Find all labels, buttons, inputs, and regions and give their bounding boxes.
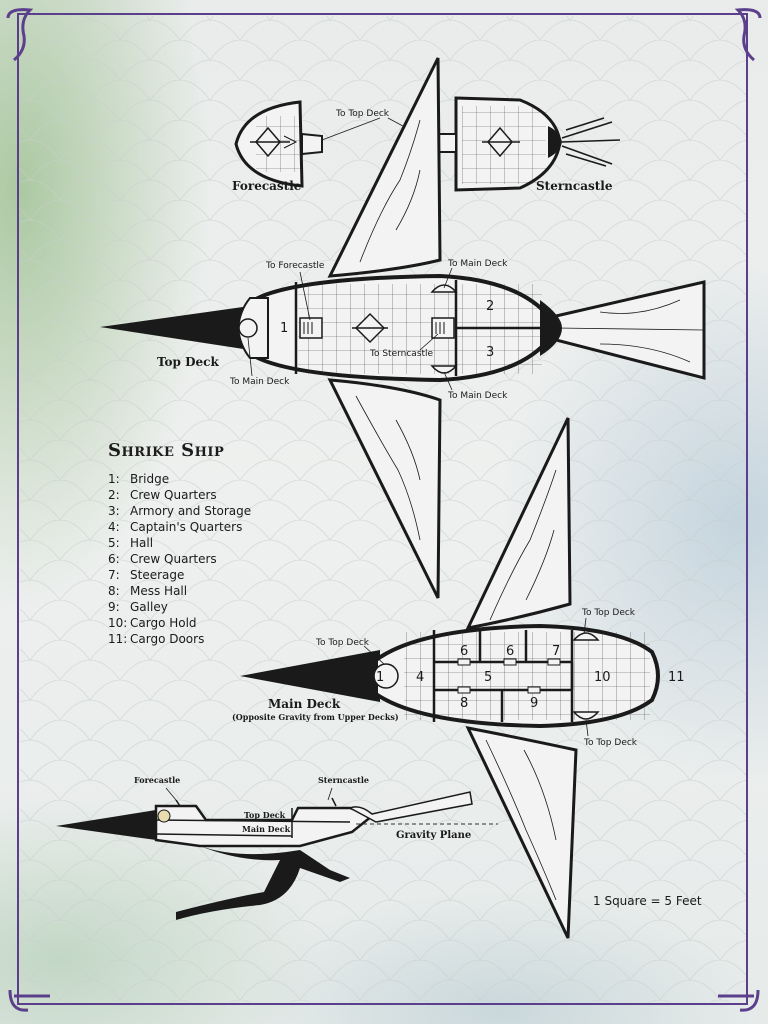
room-1-top: 1	[280, 321, 288, 336]
callout-to-main-deck-3: To Main Deck	[447, 391, 508, 401]
legend-item: 11:Cargo Doors	[108, 632, 205, 646]
room-10: 10	[594, 670, 611, 685]
label-top-deck: Top Deck	[157, 355, 219, 369]
legend: Shrike Ship 1:Bridge 2:Crew Quarters 3:A…	[108, 440, 251, 647]
main-deck-plan	[240, 417, 660, 939]
room-3: 3	[486, 345, 494, 360]
room-5: 5	[484, 670, 492, 685]
legend-list: 1:Bridge 2:Crew Quarters 3:Armory and St…	[108, 471, 251, 647]
label-forecastle: Forecastle	[232, 179, 302, 193]
room-6b: 6	[506, 644, 514, 659]
legend-item: 2:Crew Quarters	[108, 488, 217, 502]
callout-to-top-deck-2: To Top Deck	[581, 608, 636, 618]
side-label-sterncastle: Sterncastle	[318, 775, 369, 785]
legend-item: 4:Captain's Quarters	[108, 520, 243, 534]
top-deck-plan	[100, 57, 706, 599]
label-main-deck-note: (Opposite Gravity from Upper Decks)	[232, 712, 399, 722]
side-label-top-deck: Top Deck	[244, 810, 286, 820]
room-7: 7	[552, 644, 560, 659]
legend-item: 9:Galley	[108, 600, 168, 614]
callout-to-top-deck-4: To Top Deck	[583, 738, 638, 748]
legend-item: 3:Armory and Storage	[108, 504, 252, 518]
callout-to-top-deck-3: To Top Deck	[315, 638, 370, 648]
legend-item: 7:Steerage	[108, 568, 185, 582]
callout-to-top-deck-1: To Top Deck	[335, 109, 390, 119]
room-11: 11	[668, 670, 685, 685]
side-profile	[56, 791, 498, 920]
side-label-gravity-plane: Gravity Plane	[396, 830, 471, 841]
legend-item: 8:Mess Hall	[108, 584, 188, 598]
legend-title: Shrike Ship	[108, 440, 225, 461]
room-1-main: 1	[376, 670, 384, 685]
room-4: 4	[416, 670, 424, 685]
room-2: 2	[486, 299, 494, 314]
page-frame	[6, 8, 762, 1012]
room-9: 9	[530, 696, 538, 711]
legend-item: 6:Crew Quarters	[108, 552, 217, 566]
callout-to-sterncastle: To Sterncastle	[369, 349, 434, 359]
legend-item: 1:Bridge	[108, 472, 170, 486]
scale-note: 1 Square = 5 Feet	[593, 894, 702, 908]
callout-to-main-deck-1: To Main Deck	[447, 259, 508, 269]
legend-item: 10:Cargo Hold	[108, 616, 197, 630]
forecastle-plan	[234, 100, 323, 188]
side-label-main-deck: Main Deck	[242, 824, 291, 834]
callout-to-forecastle: To Forecastle	[265, 261, 325, 271]
side-label-forecastle: Forecastle	[134, 775, 180, 785]
label-main-deck: Main Deck	[268, 697, 341, 711]
room-6a: 6	[460, 644, 468, 659]
label-sterncastle: Sterncastle	[536, 179, 613, 193]
sterncastle-plan	[437, 96, 621, 192]
room-8: 8	[460, 696, 468, 711]
legend-item: 5:Hall	[108, 536, 154, 550]
callout-to-main-deck-2: To Main Deck	[229, 377, 290, 387]
